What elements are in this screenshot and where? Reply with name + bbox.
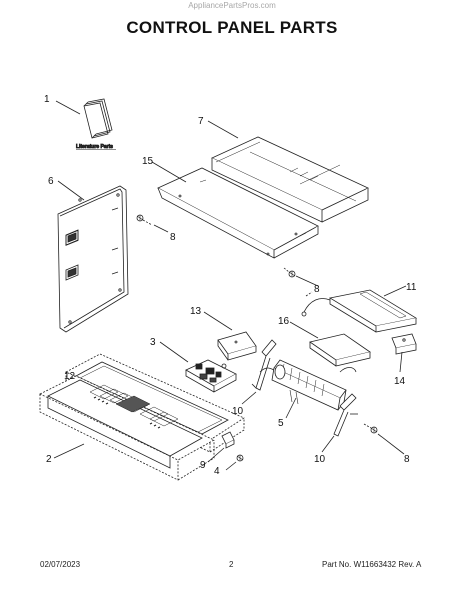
control-rail-bracket[interactable] <box>328 289 418 333</box>
leader-8a <box>153 224 169 233</box>
leader-9 <box>207 447 225 463</box>
control-panel-side-shield[interactable] <box>57 185 129 333</box>
callout-10-left: 10 <box>232 406 244 417</box>
electronic-control-board[interactable] <box>185 359 237 393</box>
callout-12: 12 <box>64 371 76 382</box>
leader-15 <box>151 161 187 183</box>
control-panel-shield[interactable] <box>157 167 319 259</box>
callout-5: 5 <box>278 418 284 429</box>
watermark-text: AppliancePartsPros.com <box>188 1 276 10</box>
bracket-hook-left[interactable] <box>251 339 277 391</box>
leader-1 <box>55 100 81 115</box>
leader-6 <box>57 180 85 201</box>
screw-8-lower[interactable] <box>363 423 378 434</box>
leader-5 <box>285 397 297 419</box>
footer-date: 02/07/2023 <box>40 560 81 569</box>
control-panel-console[interactable] <box>39 375 215 481</box>
leader-8b <box>295 275 319 287</box>
leader-2 <box>53 443 85 459</box>
callout-14: 14 <box>394 376 406 387</box>
callout-7: 7 <box>198 116 204 127</box>
leader-11 <box>383 285 407 297</box>
wire-harness[interactable] <box>301 291 331 317</box>
leader-7 <box>207 120 239 139</box>
literature-parts-booklet[interactable] <box>83 98 113 139</box>
leader-16 <box>289 321 319 339</box>
screw-8-upper[interactable] <box>136 214 153 226</box>
literature-parts-label: Literature Parts <box>76 144 113 150</box>
callout-8-middle: 8 <box>314 284 320 295</box>
footer-page-number: 2 <box>229 560 234 569</box>
callout-3: 3 <box>150 337 156 348</box>
callout-4: 4 <box>214 466 220 477</box>
callout-6: 6 <box>48 176 54 187</box>
page-title: CONTROL PANEL PARTS <box>126 18 338 37</box>
leader-3 <box>159 341 189 363</box>
leader-8c <box>377 433 405 455</box>
screw-4[interactable] <box>236 454 244 462</box>
mounting-bracket[interactable] <box>391 333 417 355</box>
callout-15: 15 <box>142 156 154 167</box>
callout-10-right: 10 <box>314 454 326 465</box>
bracket-hook-right[interactable] <box>333 393 358 437</box>
callout-8-lower: 8 <box>404 454 410 465</box>
callout-1: 1 <box>44 94 50 105</box>
leader-4 <box>225 461 237 471</box>
leader-14 <box>399 351 403 373</box>
leader-10b <box>321 435 335 453</box>
leader-13 <box>203 311 233 331</box>
callout-16: 16 <box>278 316 290 327</box>
leader-10a <box>241 391 257 405</box>
callout-13: 13 <box>190 306 202 317</box>
control-panel-top-cover[interactable] <box>211 136 369 223</box>
cooling-fan-assembly[interactable] <box>259 359 357 411</box>
footer-part-number: Part No. W11663432 Rev. A <box>322 560 422 569</box>
callout-11: 11 <box>406 282 417 293</box>
screw-8-middle[interactable] <box>283 267 296 278</box>
callout-9: 9 <box>200 460 206 471</box>
control-bracket[interactable] <box>309 333 371 367</box>
control-part-9[interactable] <box>221 431 235 449</box>
callout-8-upper: 8 <box>170 232 176 243</box>
bracket-13[interactable] <box>217 331 257 361</box>
callout-2: 2 <box>46 454 52 465</box>
